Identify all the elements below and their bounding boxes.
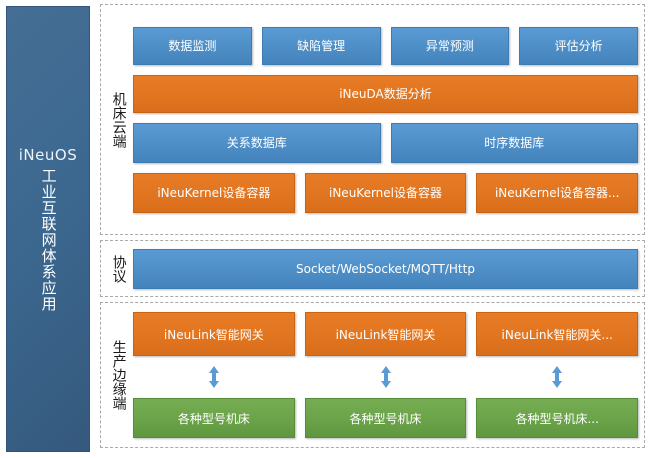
app-module-data-monitoring[interactable]: 数据监测 bbox=[133, 26, 252, 65]
kernel-container-row: iNeuKernel设备容器 iNeuKernel设备容器 iNeuKernel… bbox=[133, 172, 639, 213]
double-arrow-icon bbox=[207, 366, 221, 388]
brand-label: iNeuOS bbox=[18, 146, 78, 164]
section-body-machine-cloud: 数据监测 缺陷管理 异常预测 评估分析 iNeuDA数据分析 关系数据库 时序数… bbox=[133, 10, 639, 229]
machine-tools-2[interactable]: 各种型号机床 bbox=[304, 398, 467, 438]
protocol-stack[interactable]: Socket/WebSocket/MQTT/Http bbox=[133, 248, 638, 289]
app-modules-row: 数据监测 缺陷管理 异常预测 评估分析 bbox=[133, 26, 638, 65]
database-timeseries[interactable]: 时序数据库 bbox=[390, 122, 638, 163]
section-label-production-edge: 生产边缘端 bbox=[110, 340, 127, 410]
machine-tools-3[interactable]: 各种型号机床... bbox=[476, 398, 639, 438]
gateway-row: iNeuLink智能网关 iNeuLink智能网关 iNeuLink智能网关..… bbox=[133, 312, 639, 356]
double-arrow-icon bbox=[550, 366, 564, 388]
gateway-ineulink-1[interactable]: iNeuLink智能网关 bbox=[133, 312, 295, 356]
connector-cell-1 bbox=[133, 366, 295, 388]
kernel-device-container-3[interactable]: iNeuKernel设备容器... bbox=[476, 172, 639, 213]
section-machine-cloud: 机床云端 数据监测 缺陷管理 异常预测 评估分析 iNeuDA数据分析 关系数据… bbox=[100, 4, 645, 235]
system-vertical-title: 工业互联网体系应用 bbox=[39, 168, 58, 312]
gateway-ineulink-2[interactable]: iNeuLink智能网关 bbox=[304, 312, 467, 356]
section-label-protocol: 协议 bbox=[110, 254, 127, 283]
section-label-machine-cloud: 机床云端 bbox=[110, 91, 127, 148]
app-module-anomaly-prediction[interactable]: 异常预测 bbox=[390, 26, 510, 65]
section-body-protocol: Socket/WebSocket/MQTT/Http bbox=[133, 246, 638, 291]
app-module-defect-management[interactable]: 缺陷管理 bbox=[261, 26, 381, 65]
connector-cell-3 bbox=[476, 366, 638, 388]
system-title-bar: iNeuOS 工业互联网体系应用 bbox=[6, 6, 90, 452]
database-row: 关系数据库 时序数据库 bbox=[133, 122, 638, 163]
double-arrow-icon bbox=[379, 366, 393, 388]
section-protocol: 协议 Socket/WebSocket/MQTT/Http bbox=[100, 240, 645, 297]
kernel-device-container-1[interactable]: iNeuKernel设备容器 bbox=[133, 172, 295, 213]
kernel-device-container-2[interactable]: iNeuKernel设备容器 bbox=[304, 172, 467, 213]
protocol-row: Socket/WebSocket/MQTT/Http bbox=[133, 248, 638, 289]
analysis-platform-row: iNeuDA数据分析 bbox=[133, 74, 638, 113]
section-production-edge: 生产边缘端 iNeuLink智能网关 iNeuLink智能网关 iNeuLink… bbox=[100, 302, 645, 448]
machine-tools-1[interactable]: 各种型号机床 bbox=[133, 398, 295, 438]
gateway-ineulink-3[interactable]: iNeuLink智能网关... bbox=[476, 312, 639, 356]
gateway-machine-connectors bbox=[133, 366, 638, 388]
machine-row: 各种型号机床 各种型号机床 各种型号机床... bbox=[133, 398, 639, 438]
layer-stack: 机床云端 数据监测 缺陷管理 异常预测 评估分析 iNeuDA数据分析 关系数据… bbox=[90, 0, 651, 458]
database-relational[interactable]: 关系数据库 bbox=[133, 122, 381, 163]
section-body-production-edge: iNeuLink智能网关 iNeuLink智能网关 iNeuLink智能网关..… bbox=[133, 308, 639, 442]
app-module-assessment-analysis[interactable]: 评估分析 bbox=[519, 26, 638, 65]
connector-cell-2 bbox=[305, 366, 467, 388]
platform-ineuda-analysis[interactable]: iNeuDA数据分析 bbox=[133, 74, 638, 113]
